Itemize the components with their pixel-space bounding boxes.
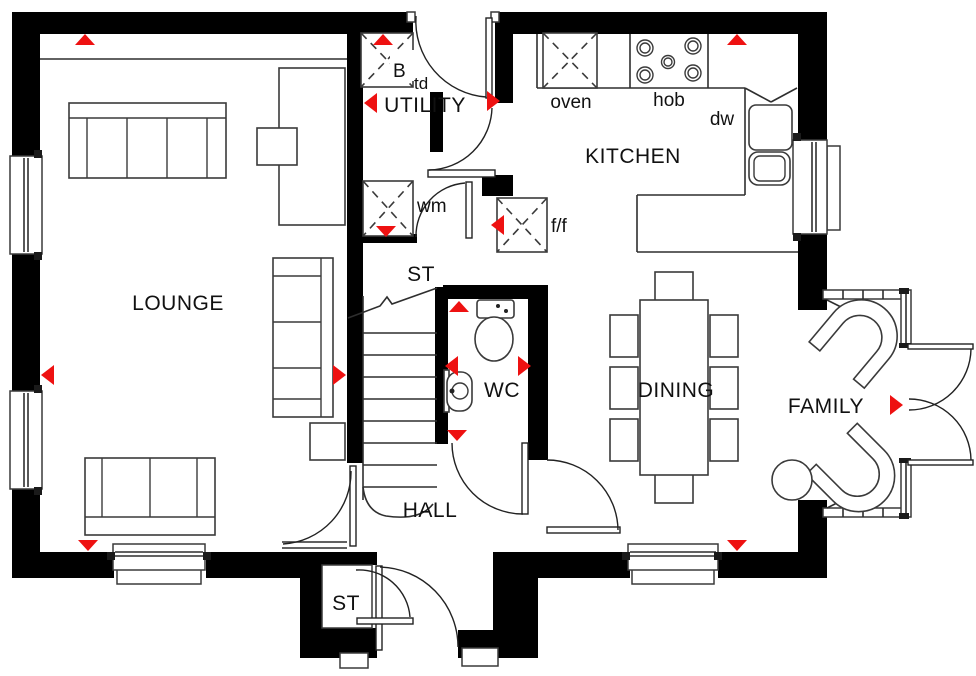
fridge-freezer-label: f/f [551,216,568,237]
french-doors [907,343,974,466]
entrance-steps [339,647,499,669]
door-lounge [282,465,357,549]
boiler-label: B [393,61,406,82]
wc-label: WC [484,379,520,402]
dining-label: DINING [638,379,715,402]
tv [256,127,298,166]
round-table [771,459,813,501]
marker-wc-right-icon [518,356,531,376]
window-lounge-left-upper [9,150,43,260]
staircase [347,287,438,518]
door-hall-store [356,617,414,625]
stair-curtail-step [362,486,434,518]
marker-lounge-left-icon [41,365,54,385]
appliance-labels: oven hob dw f/f wm B td [393,61,734,237]
marker-wm-icon [376,226,396,237]
marker-dining-window-icon [727,540,747,551]
marker-back-door-icon [487,91,500,111]
sofa-three-seat [68,102,227,179]
toilet-icon [474,299,515,362]
window-lounge-bottom [107,543,211,585]
window-kitchen-right [792,133,841,241]
dining-chair [709,314,739,358]
utility-label: UTILITY [384,94,466,117]
oven-unit [542,32,598,89]
side-table [309,422,346,461]
marker-family-doors-icon [890,395,903,415]
kitchen-sink [748,151,791,186]
dishwasher-unit [748,104,793,151]
door-front [375,565,459,651]
washing-machine-label: wm [416,196,447,217]
window-lounge-left-lower [9,385,43,495]
dining-table-set [609,271,739,504]
family-bay [822,288,974,519]
door-back [406,11,500,99]
marker-ff-icon [491,215,504,235]
tub-chair [805,422,896,513]
door-hall-kitchen [546,459,621,534]
hob-label: hob [653,90,685,111]
hob-unit [636,37,702,84]
tumble-dryer-label: td [414,74,428,93]
kitchen-label: KITCHEN [585,145,681,168]
boiler-unit [360,32,415,88]
marker-kitchen-top-icon [727,34,747,45]
marker-lounge-bottom-icon [78,540,98,551]
door-store-utility [415,181,473,239]
kitchen-worktop [536,34,798,253]
stair-break-line [347,287,438,319]
opening-markers [41,34,903,551]
door-wc [451,442,529,515]
marker-wc-down-icon [447,430,467,441]
sofa-side [272,257,334,418]
oven-label: oven [550,92,591,113]
marker-wc-up-icon [449,301,469,312]
dining-chair [654,271,694,303]
exterior-walls [12,12,827,658]
tub-chair [808,299,898,390]
fridge-freezer [496,197,548,253]
interior-walls [347,12,548,463]
marker-utility-left-icon [364,93,377,113]
dining-chair [654,472,694,504]
family-label: FAMILY [788,395,864,418]
dining-chair [709,418,739,462]
marker-wc-left-icon [445,356,458,376]
dining-chair [609,418,639,462]
dishwasher-label: dw [710,109,735,130]
marker-utility-top-icon [373,34,393,45]
dining-table [639,299,709,476]
window-dining-bottom [622,543,722,585]
hall-label: HALL [403,499,458,522]
dining-chair [609,366,639,410]
media-unit [256,67,346,226]
dining-chair [709,366,739,410]
stairs-store-label: ST [407,263,435,286]
dining-chair [609,314,639,358]
marker-lounge-top-icon [75,34,95,45]
hall-store-closet [321,564,414,629]
basin-icon [443,369,473,413]
lounge-label: LOUNGE [132,292,224,315]
room-labels: LOUNGE UTILITY KITCHEN DINING FAMILY HAL… [132,94,864,615]
door-utility-kitchen [427,107,496,178]
marker-lounge-right-icon [333,365,346,385]
sofa-two-seat [84,457,216,536]
hall-store-label: ST [332,592,360,615]
